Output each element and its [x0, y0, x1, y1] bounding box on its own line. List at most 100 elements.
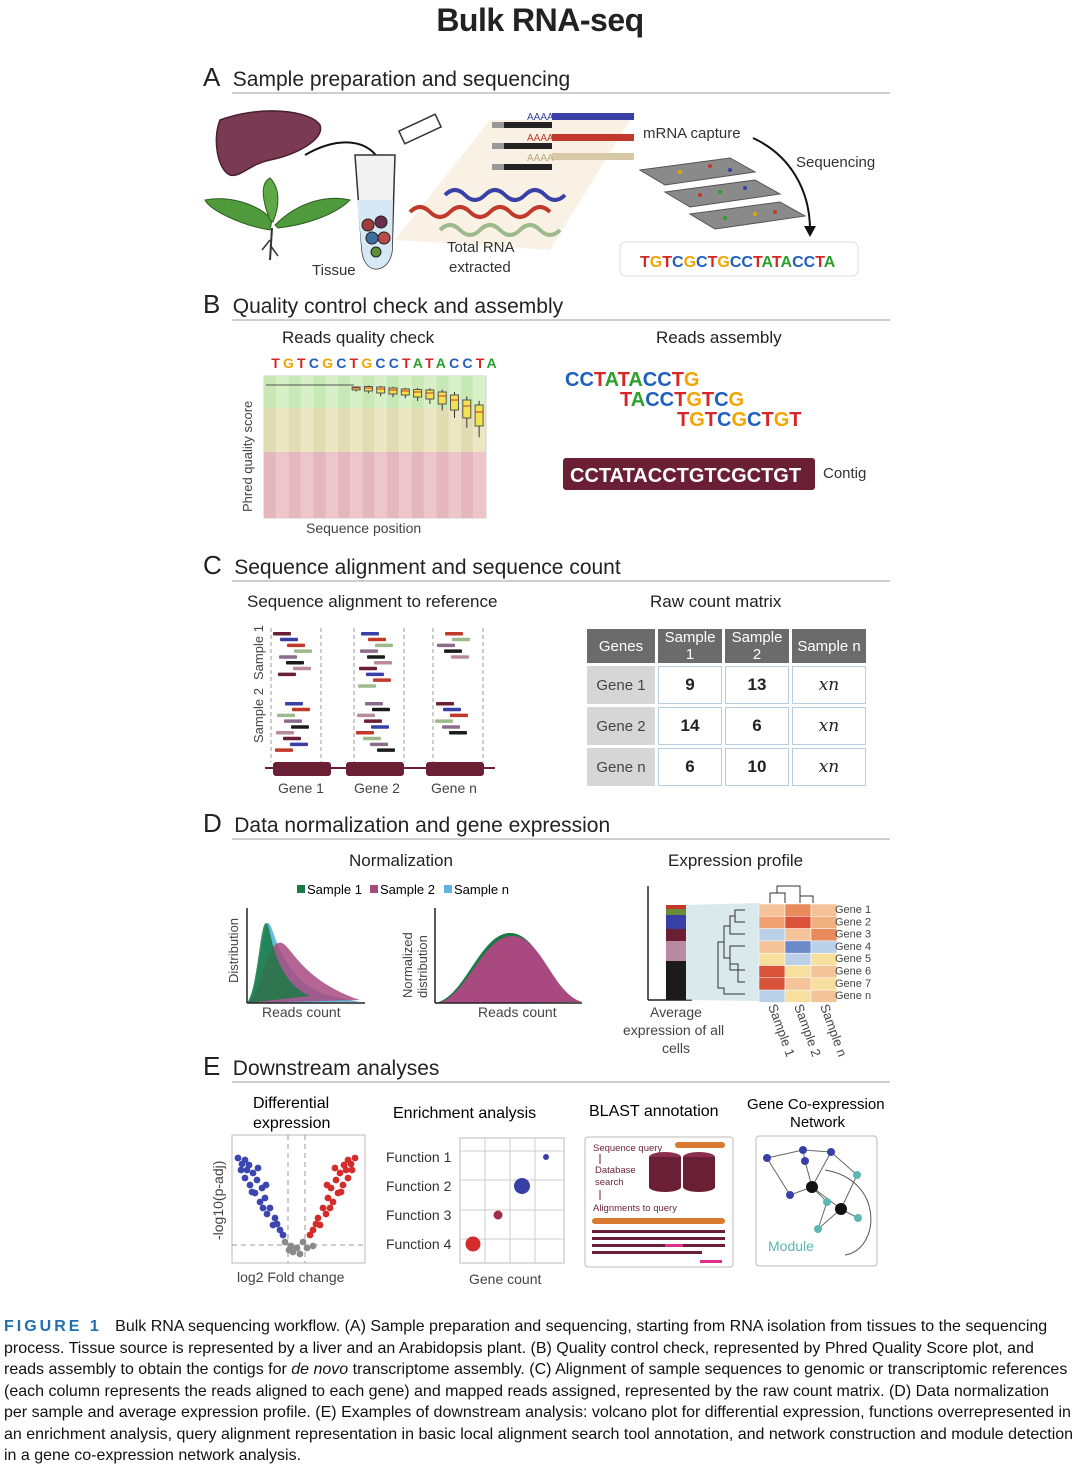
matrix-cell: 13 [725, 666, 789, 704]
volcano-xlabel: log2 Fold change [237, 1269, 345, 1285]
volcano-point [312, 1220, 320, 1228]
mrna-capture-label: mRNA capture [643, 125, 741, 142]
downstream-analyses: Differential expression -log10(p-adj) lo… [210, 1095, 885, 1287]
enrichment-dot [514, 1178, 530, 1194]
aligned-read [444, 649, 462, 653]
qc-band [300, 452, 314, 518]
volcano-point [253, 1176, 261, 1184]
liver-icon [215, 110, 322, 177]
heatmap-cell [758, 952, 786, 966]
database-icon [649, 1152, 715, 1192]
contig-sequence: CCTATACCTGTCGCTGT [570, 465, 801, 487]
aligned-read [435, 719, 453, 723]
qc-box [437, 391, 447, 405]
qc-band [448, 408, 461, 452]
volcano-point [326, 1204, 334, 1212]
aligned-read [285, 702, 303, 706]
qc-box [450, 394, 459, 411]
legend-label: Sample n [454, 882, 509, 897]
volcano-title: expression [253, 1115, 330, 1132]
network-frame [755, 1135, 878, 1267]
volcano-point [323, 1181, 331, 1189]
aligned-read [436, 702, 454, 706]
section-rule [232, 580, 890, 582]
aligned-read [450, 713, 468, 718]
volcano-point [238, 1160, 246, 1168]
qc-band [460, 452, 474, 518]
volcano-point [309, 1242, 317, 1250]
caption-italic: de novo [291, 1361, 349, 1378]
aligned-read [367, 655, 385, 659]
heatmap-gene-label: Gene 5 [835, 953, 871, 965]
volcano-point [241, 1174, 249, 1182]
aligned-read [370, 742, 388, 747]
heatmap-cell [784, 965, 812, 979]
section-e-header: E Downstream analyses [203, 1051, 439, 1082]
heatmap-cell [758, 977, 786, 991]
network-node [763, 1154, 771, 1162]
heatmap-cell [758, 989, 786, 1003]
table-row: Gene n 6 10 𝑥n [587, 748, 866, 786]
qc-band [337, 452, 351, 518]
assembly-title: Reads assembly [656, 328, 782, 347]
aligned-read [377, 748, 395, 752]
heatmap-gene-label: Gene 7 [835, 978, 871, 990]
network-node [801, 1157, 809, 1165]
aligned-read [452, 637, 470, 642]
heatmap-cell [810, 977, 838, 991]
norm-ylabel: distribution [415, 935, 430, 998]
blast-title: BLAST annotation [589, 1103, 719, 1120]
qc-band [362, 452, 375, 518]
heatmap-cell [784, 952, 812, 966]
volcano-point [344, 1174, 352, 1182]
qc-band [337, 408, 351, 452]
heatmap-cell [810, 952, 838, 966]
qc-band [288, 408, 301, 452]
section-rule [232, 838, 890, 840]
enrichment-xlabel: Gene count [469, 1271, 541, 1287]
matrix-cell: 𝑥n [792, 707, 866, 745]
qc-band [399, 408, 412, 452]
legend-label: Sample 2 [380, 882, 435, 897]
reads-count-label: Reads count [478, 1004, 557, 1020]
aligned-read [366, 672, 384, 677]
reads-count-label: Reads count [262, 1004, 341, 1020]
volcano-point [303, 1244, 311, 1252]
network-title: Network [790, 1114, 846, 1131]
poly-a-tail: AAAA [527, 153, 554, 164]
reads-assembly: CCTATACCTG TACCTGTCG TGTCGCTGT CCTATACCT… [563, 369, 866, 490]
volcano-point [276, 1226, 284, 1234]
section-title: Sample preparation and sequencing [232, 68, 571, 91]
enrichment-function-label: Function 1 [386, 1149, 452, 1165]
gene-block [346, 762, 404, 776]
network-node [854, 1214, 862, 1222]
volcano-point [262, 1181, 270, 1189]
qc-band [473, 376, 486, 408]
section-rule [232, 92, 890, 94]
volcano-point [351, 1154, 359, 1162]
volcano-point [266, 1204, 274, 1212]
matrix-header: Sample 1 [658, 629, 722, 663]
module-label: Module [768, 1238, 814, 1254]
dist-ylabel: Distribution [226, 918, 241, 983]
aligned-read [373, 678, 391, 682]
matrix-cell: 10 [725, 748, 789, 786]
heatmap-cell [758, 928, 786, 942]
volcano-point [246, 1181, 254, 1189]
qc-band [288, 452, 301, 518]
aligned-read [278, 672, 296, 677]
network-node [786, 1191, 794, 1199]
qc-band [436, 408, 449, 452]
heatmap-cell [758, 940, 786, 954]
aligned-read [374, 661, 392, 665]
heatmap-gene-label: Gene 6 [835, 966, 871, 978]
heatmap-cell [758, 903, 786, 917]
contig-bar [563, 458, 815, 490]
matrix-cell: 𝑥n [792, 666, 866, 704]
aligned-read [293, 666, 311, 671]
qc-band [325, 376, 338, 408]
sample-prep-illustration: Tissue Total RNA extracted AAAA AAAA AAA… [204, 110, 875, 279]
volcano-point [342, 1166, 350, 1174]
aligned-read [360, 649, 378, 653]
